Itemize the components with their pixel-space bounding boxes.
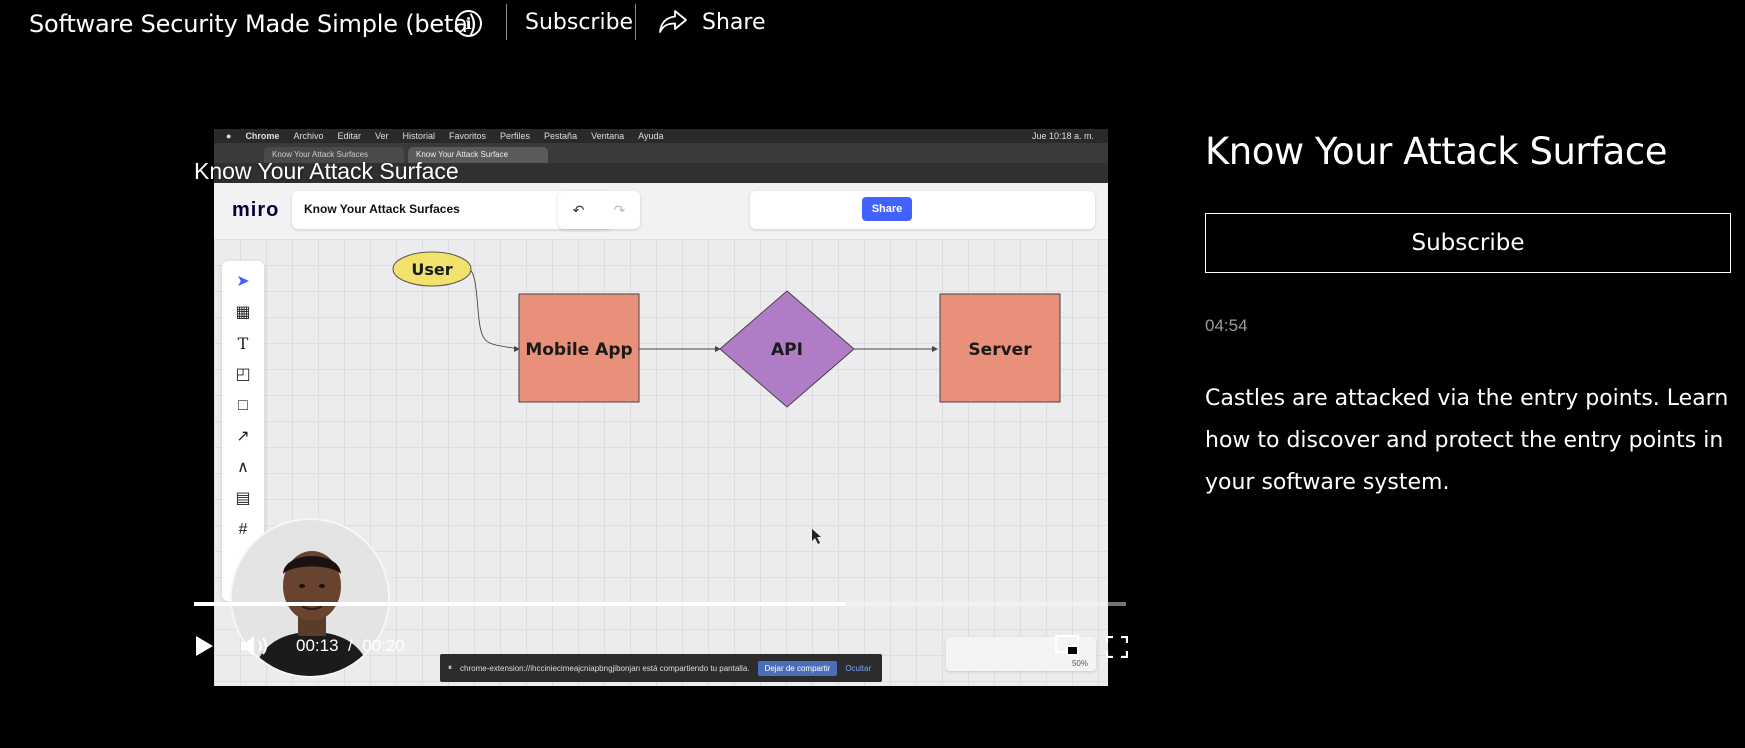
- diagram-mobile-app-label: Mobile App: [525, 340, 632, 360]
- video-progress-bar[interactable]: [194, 602, 1126, 606]
- episode-duration: 04:54: [1205, 316, 1248, 335]
- header-share-button[interactable]: Share: [702, 10, 766, 35]
- menu-item: Pestaña: [544, 131, 578, 141]
- play-icon[interactable]: [194, 634, 214, 658]
- diagram-api-node: [719, 290, 855, 408]
- miro-board-title-text: Know Your Attack Surfaces: [304, 202, 460, 216]
- time-separator: /: [343, 636, 358, 655]
- text-icon: T: [237, 334, 249, 353]
- miro-header: Know Your Attack Surfaces miro ↶ ↷ Share: [214, 183, 1108, 239]
- redo-icon: ↷: [613, 201, 626, 218]
- menu-item: Perfiles: [500, 131, 531, 141]
- screen-share-notice: ⏸ chrome-extension://ihcciniecimeajcniap…: [440, 654, 882, 682]
- divider: [635, 4, 636, 40]
- episode-title: Know Your Attack Surface: [1205, 130, 1667, 173]
- video-player[interactable]: ● Chrome Archivo Editar Ver Historial Fa…: [214, 129, 1108, 686]
- menu-item: Archivo: [293, 131, 324, 141]
- screen-address-bar: [214, 163, 1108, 183]
- screen-mac-menubar: ● Chrome Archivo Editar Ver Historial Fa…: [214, 129, 1108, 143]
- video-progress-fill: [194, 602, 846, 606]
- top-bar: Software Security Made Simple (beta) i S…: [0, 0, 1745, 46]
- diagram-api-label: API: [771, 340, 803, 360]
- divider: [506, 4, 507, 40]
- hide-notice-button: Ocultar: [845, 663, 872, 673]
- connector-icon: ↗: [236, 428, 250, 445]
- share-icon[interactable]: [658, 8, 688, 36]
- presenter-avatar: [232, 520, 388, 676]
- video-time-readout: 00:13 / 00:20: [296, 636, 405, 656]
- info-icon[interactable]: i: [455, 10, 482, 37]
- menu-item: Historial: [402, 131, 436, 141]
- mouse-cursor-icon: [812, 529, 821, 544]
- diagram-user-node: [392, 251, 472, 287]
- menu-item: Ayuda: [638, 131, 664, 141]
- menu-item: Ventana: [591, 131, 625, 141]
- episode-subscribe-button[interactable]: Subscribe: [1205, 213, 1731, 273]
- undo-icon: ↶: [572, 201, 585, 218]
- screen-tab: Know Your Attack Surfaces: [264, 147, 404, 163]
- diagram-server-node: [939, 293, 1061, 403]
- screen-clock: Jue 10:18 a. m.: [1031, 131, 1094, 141]
- sticky-note-icon: ◰: [235, 366, 251, 383]
- apple-icon: ●: [226, 131, 232, 141]
- header-subscribe-button[interactable]: Subscribe: [525, 10, 634, 35]
- shape-icon: □: [238, 397, 248, 414]
- menu-item: Chrome: [245, 131, 280, 141]
- diagram-mobile-app-node: [518, 293, 640, 403]
- presenter-webcam: [230, 518, 390, 678]
- total-time: 00:20: [362, 636, 405, 655]
- diagram-user-label: User: [411, 260, 452, 279]
- menu-item: Editar: [337, 131, 361, 141]
- frame-icon: #: [238, 521, 248, 538]
- cursor-icon: ➤: [236, 273, 250, 290]
- episode-description: Castles are attacked via the entry point…: [1205, 386, 1729, 495]
- screen-share-notice-text: chrome-extension://ihcciniecimeajcniapbn…: [460, 663, 750, 673]
- channel-title: Software Security Made Simple (beta): [29, 10, 477, 38]
- miro-share-button: Share: [862, 197, 912, 221]
- screen-zoom-level: 50%: [1071, 659, 1088, 668]
- miro-right-tools: [750, 191, 1095, 229]
- current-time: 00:13: [296, 636, 339, 655]
- volume-icon[interactable]: [240, 634, 272, 658]
- pen-icon: ∧: [237, 459, 249, 476]
- miro-undo-redo: ↶ ↷: [558, 191, 640, 229]
- screen-browser-tabs: Know Your Attack Surfaces Know Your Atta…: [214, 143, 1108, 163]
- picture-in-picture-icon[interactable]: [1054, 634, 1080, 658]
- comment-icon: ▤: [235, 490, 251, 507]
- screen-tab: Know Your Attack Surface: [408, 147, 548, 163]
- diagram-server-label: Server: [968, 340, 1032, 360]
- miro-logo: miro: [232, 199, 280, 221]
- stop-sharing-button: Dejar de compartir: [757, 660, 838, 676]
- menu-item: Favoritos: [449, 131, 487, 141]
- video-title-overlay: Know Your Attack Surface: [194, 158, 459, 184]
- template-icon: ▦: [235, 304, 251, 321]
- attack-surface-diagram: User Mobile App API Server: [392, 251, 1061, 544]
- menu-item: Ver: [374, 131, 389, 141]
- pause-icon: ⏸: [448, 663, 452, 672]
- fullscreen-icon[interactable]: [1106, 636, 1128, 658]
